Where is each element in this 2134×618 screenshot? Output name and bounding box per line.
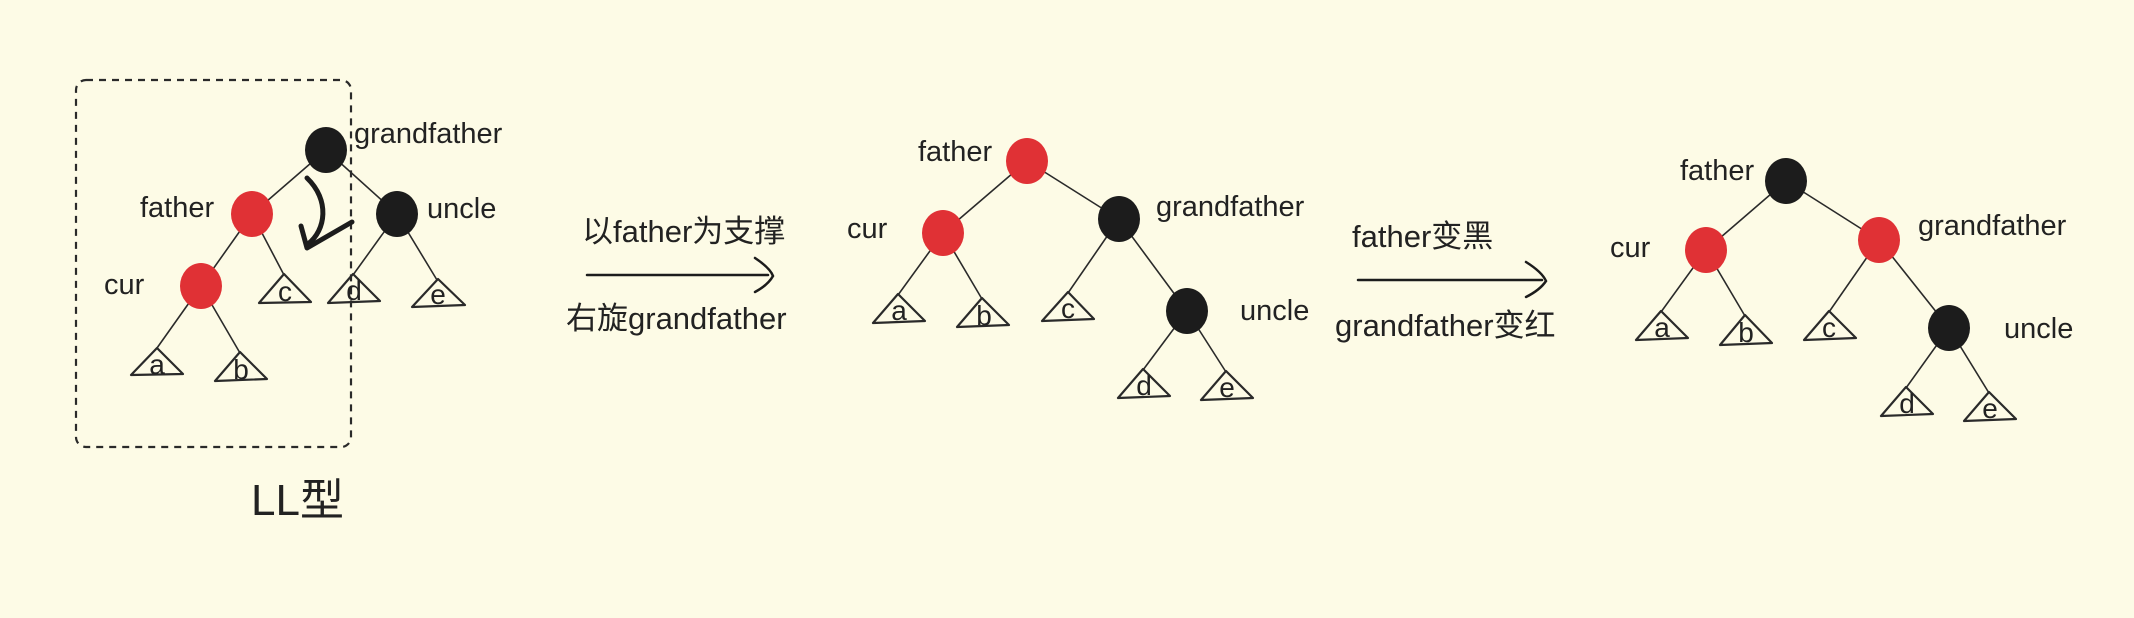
subtree-a: a <box>1634 309 1690 343</box>
node-uncle-black <box>1166 288 1208 334</box>
step2-caption-top: father变黑 <box>1352 219 1493 254</box>
svg-text:b: b <box>233 354 249 385</box>
label-grandfather: grandfather <box>354 118 503 150</box>
rotate-right-arrow-icon <box>298 175 355 251</box>
svg-text:c: c <box>278 276 292 307</box>
transition-arrow-2: father变黑 grandfather变红 <box>1335 219 1556 343</box>
svg-text:d: d <box>1136 370 1152 401</box>
svg-text:c: c <box>1061 293 1075 324</box>
subtree-b: b <box>955 296 1011 331</box>
subtree-e: e <box>1962 390 2018 424</box>
label-uncle: uncle <box>2004 313 2073 345</box>
label-cur: cur <box>1610 232 1651 264</box>
svg-text:c: c <box>1822 312 1836 343</box>
step1-caption-bottom: 右旋grandfather <box>566 301 787 336</box>
subtree-b: b <box>1718 313 1774 348</box>
subtree-c: c <box>1802 309 1858 343</box>
subtree-d: d <box>1116 367 1172 401</box>
step2-caption-bottom: grandfather变红 <box>1335 308 1556 343</box>
label-grandfather: grandfather <box>1156 191 1305 223</box>
svg-text:b: b <box>976 300 992 331</box>
label-cur: cur <box>104 269 145 301</box>
transition-arrow-1: 以father为支撑 右旋grandfather <box>566 214 787 336</box>
diagram-rotated: a b c d e father cur grandfather uncle <box>847 136 1309 403</box>
subtree-d: d <box>1879 385 1935 419</box>
subtree-e: e <box>410 277 467 310</box>
label-cur: cur <box>847 213 888 245</box>
svg-text:b: b <box>1738 317 1754 348</box>
subtree-c: c <box>1040 290 1096 324</box>
svg-text:e: e <box>430 279 446 310</box>
node-cur-red <box>180 263 222 309</box>
svg-text:a: a <box>149 349 165 380</box>
step1-caption-top: 以father为支撑 <box>582 214 785 249</box>
node-cur-red <box>1685 227 1727 273</box>
node-cur-red <box>922 210 964 256</box>
label-ll-case: LL型 <box>251 476 344 525</box>
label-father: father <box>1680 155 1754 187</box>
node-father-red <box>1006 138 1048 184</box>
node-uncle-black <box>376 191 418 237</box>
diagram-recolored: a b c d e father cur grandfather uncle <box>1610 155 2073 424</box>
subtree-a: a <box>871 292 927 326</box>
label-grandfather: grandfather <box>1918 210 2067 242</box>
node-father-black <box>1765 158 1807 204</box>
label-uncle: uncle <box>1240 295 1309 327</box>
node-grandfather-black <box>305 127 347 173</box>
svg-text:d: d <box>1899 388 1915 419</box>
label-uncle: uncle <box>427 193 496 225</box>
subtree-b: b <box>213 350 269 385</box>
ll-selection-box <box>74 78 353 449</box>
svg-text:e: e <box>1219 372 1235 403</box>
subtree-a: a <box>129 346 185 380</box>
svg-text:d: d <box>346 275 362 306</box>
subtree-c: c <box>257 272 313 307</box>
subtree-d: d <box>326 272 382 306</box>
node-grandfather-black <box>1098 196 1140 242</box>
diagram-before: a b c d e grandfather father <box>74 78 503 525</box>
node-grandfather-red <box>1858 217 1900 263</box>
label-father: father <box>918 136 992 168</box>
svg-text:a: a <box>891 295 907 326</box>
svg-text:e: e <box>1982 393 1998 424</box>
node-father-red <box>231 191 273 237</box>
subtree-e: e <box>1199 369 1255 403</box>
svg-text:a: a <box>1654 312 1670 343</box>
label-father: father <box>140 192 214 224</box>
node-uncle-black <box>1928 305 1970 351</box>
